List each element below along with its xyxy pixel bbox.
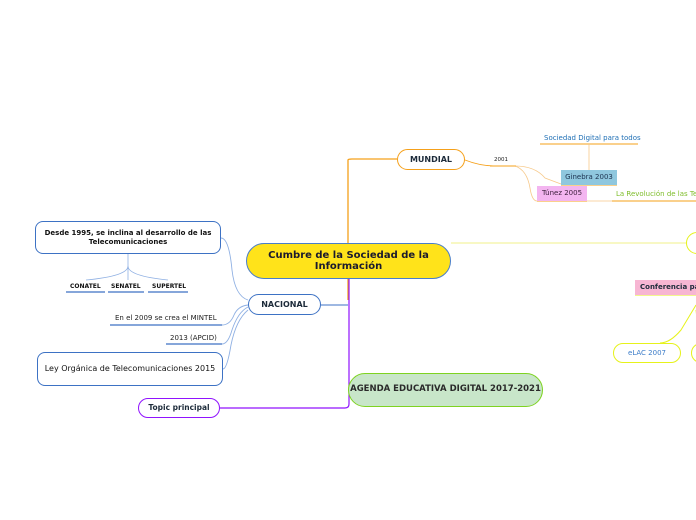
link-nacional-apcid [221, 306, 249, 345]
nacional-label: NACIONAL [261, 299, 308, 309]
topic-principal-label: Topic principal [148, 402, 210, 412]
link-central-mundial [347, 158, 397, 243]
elac-label: eLAC 2007 [628, 348, 666, 357]
desde-1995-label: Desde 1995, se inclina al desarrollo de … [44, 229, 212, 246]
mundial-label: MUNDIAL [409, 154, 453, 164]
central-topic-label: Cumbre de la Sociedad de la Información [268, 249, 429, 273]
mintel-label[interactable]: En el 2009 se crea el MINTEL [115, 314, 217, 322]
conferencia-label: Conferencia pa [640, 283, 696, 292]
link-central-topic [220, 279, 350, 409]
sociedad-digital-label[interactable]: Sociedad Digital para todos [544, 134, 641, 142]
conferencia-node[interactable]: Conferencia pa [635, 280, 696, 295]
link-nacional-desde [220, 237, 249, 301]
senatel-label[interactable]: SENATEL [111, 283, 141, 290]
central-topic-node[interactable]: Cumbre de la Sociedad de la Información [246, 243, 451, 279]
link-nacional-mintel [221, 304, 249, 326]
link-2001-tunez [514, 165, 538, 202]
ley-organica-label: Ley Orgánica de Telecomunicaciones 2015 [44, 364, 216, 374]
tunez-2005-node[interactable]: Túnez 2005 [537, 186, 587, 201]
nacional-node[interactable]: NACIONAL [248, 294, 321, 315]
conatel-label[interactable]: CONATEL [70, 283, 101, 290]
mundial-node[interactable]: MUNDIAL [397, 149, 465, 170]
revolucion-label[interactable]: La Revolución de las Te [616, 190, 696, 198]
tunez-label: Túnez 2005 [541, 189, 583, 198]
link-desde-conatel [85, 265, 129, 281]
desde-1995-node[interactable]: Desde 1995, se inclina al desarrollo de … [35, 221, 221, 254]
topic-principal-node[interactable]: Topic principal [138, 398, 220, 418]
link-desde-supertel [127, 265, 169, 281]
agenda-educativa-node[interactable]: AGENDA EDUCATIVA DIGITAL 2017-2021 [348, 373, 543, 407]
ley-organica-node[interactable]: Ley Orgánica de Telecomunicaciones 2015 [37, 352, 223, 386]
supertel-label[interactable]: SUPERTEL [152, 283, 187, 290]
elac-2007-node[interactable]: eLAC 2007 [613, 343, 681, 363]
link-conferencia-elac [659, 304, 696, 344]
agenda-label: AGENDA EDUCATIVA DIGITAL 2017-2021 [350, 384, 541, 395]
link-2001-ginebra [514, 165, 562, 185]
apcid-label[interactable]: 2013 (APCID) [170, 334, 217, 342]
link-nacional-ley [222, 309, 249, 370]
year-2001-label[interactable]: 2001 [494, 157, 508, 163]
ginebra-label: Ginebra 2003 [565, 173, 613, 182]
ginebra-2003-node[interactable]: Ginebra 2003 [561, 170, 617, 185]
